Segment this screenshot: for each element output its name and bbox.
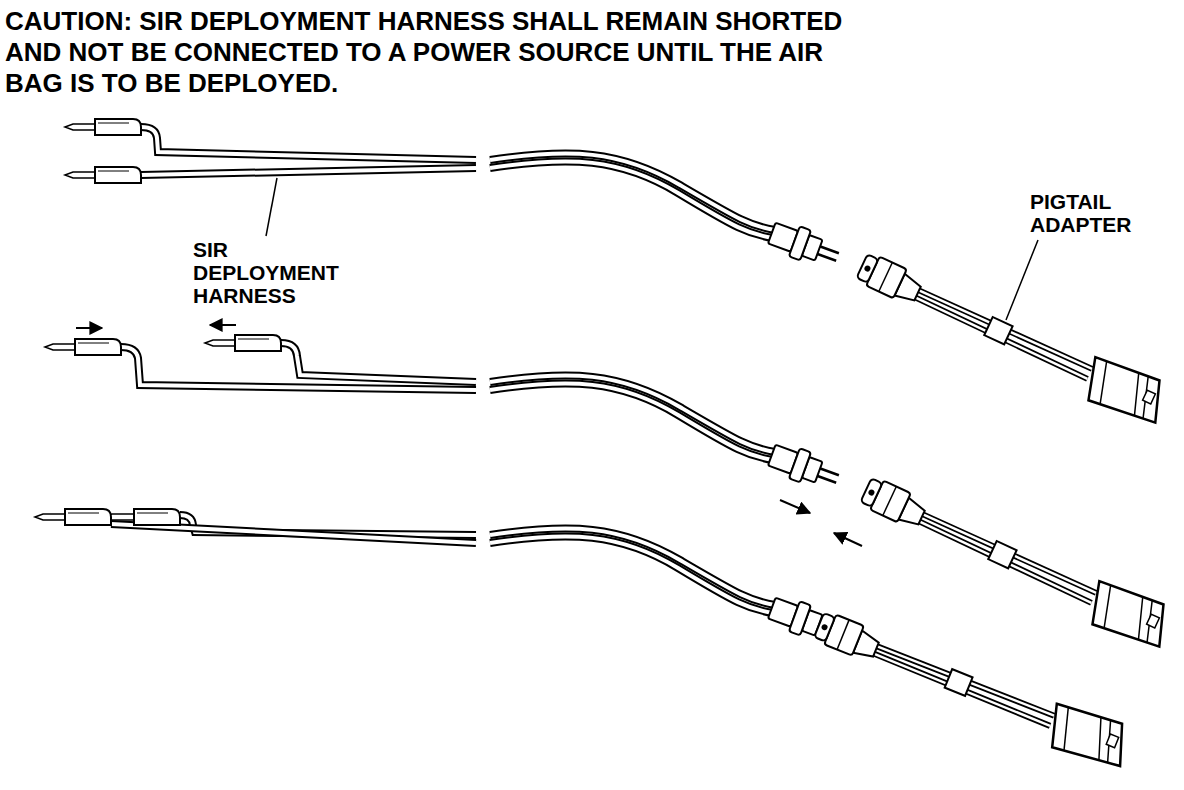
pigtail-adapter: [851, 246, 1172, 430]
harness-connecting: [45, 325, 1176, 654]
direction-arrow: [834, 533, 862, 546]
banana-plug: [104, 509, 180, 525]
wire: [281, 343, 476, 382]
direction-arrow: [780, 500, 810, 513]
direction-arrow: [76, 327, 102, 329]
part-label: PIGTAIL ADAPTER: [1030, 190, 1150, 236]
part-label: SIR DEPLOYMENT HARNESS: [193, 238, 353, 307]
banana-plug: [45, 339, 121, 355]
wire: [281, 343, 476, 382]
harness-connected: [35, 509, 1135, 773]
leader-line: [266, 178, 277, 236]
wire: [490, 383, 773, 460]
caution-note: CAUTION: SIR DEPLOYMENT HARNESS SHALL RE…: [5, 6, 871, 99]
pigtail-adapter: [809, 605, 1135, 774]
leader-line: [1006, 240, 1038, 320]
wire: [141, 127, 476, 160]
wire: [490, 161, 773, 238]
harness-connector: [766, 440, 843, 494]
banana-plug: [65, 167, 141, 183]
banana-plug: [65, 119, 141, 135]
wire: [111, 524, 476, 543]
banana-plug: [205, 335, 281, 351]
wire: [141, 127, 476, 160]
harness-connector: [766, 218, 843, 272]
wire: [490, 536, 773, 613]
wire: [141, 168, 476, 175]
wire: [490, 161, 773, 238]
wire: [141, 168, 476, 175]
wire: [490, 536, 773, 613]
wire: [490, 383, 773, 460]
direction-arrow: [210, 324, 236, 326]
pigtail-adapter: [855, 470, 1176, 654]
wire: [111, 524, 476, 543]
banana-plug: [35, 509, 111, 525]
